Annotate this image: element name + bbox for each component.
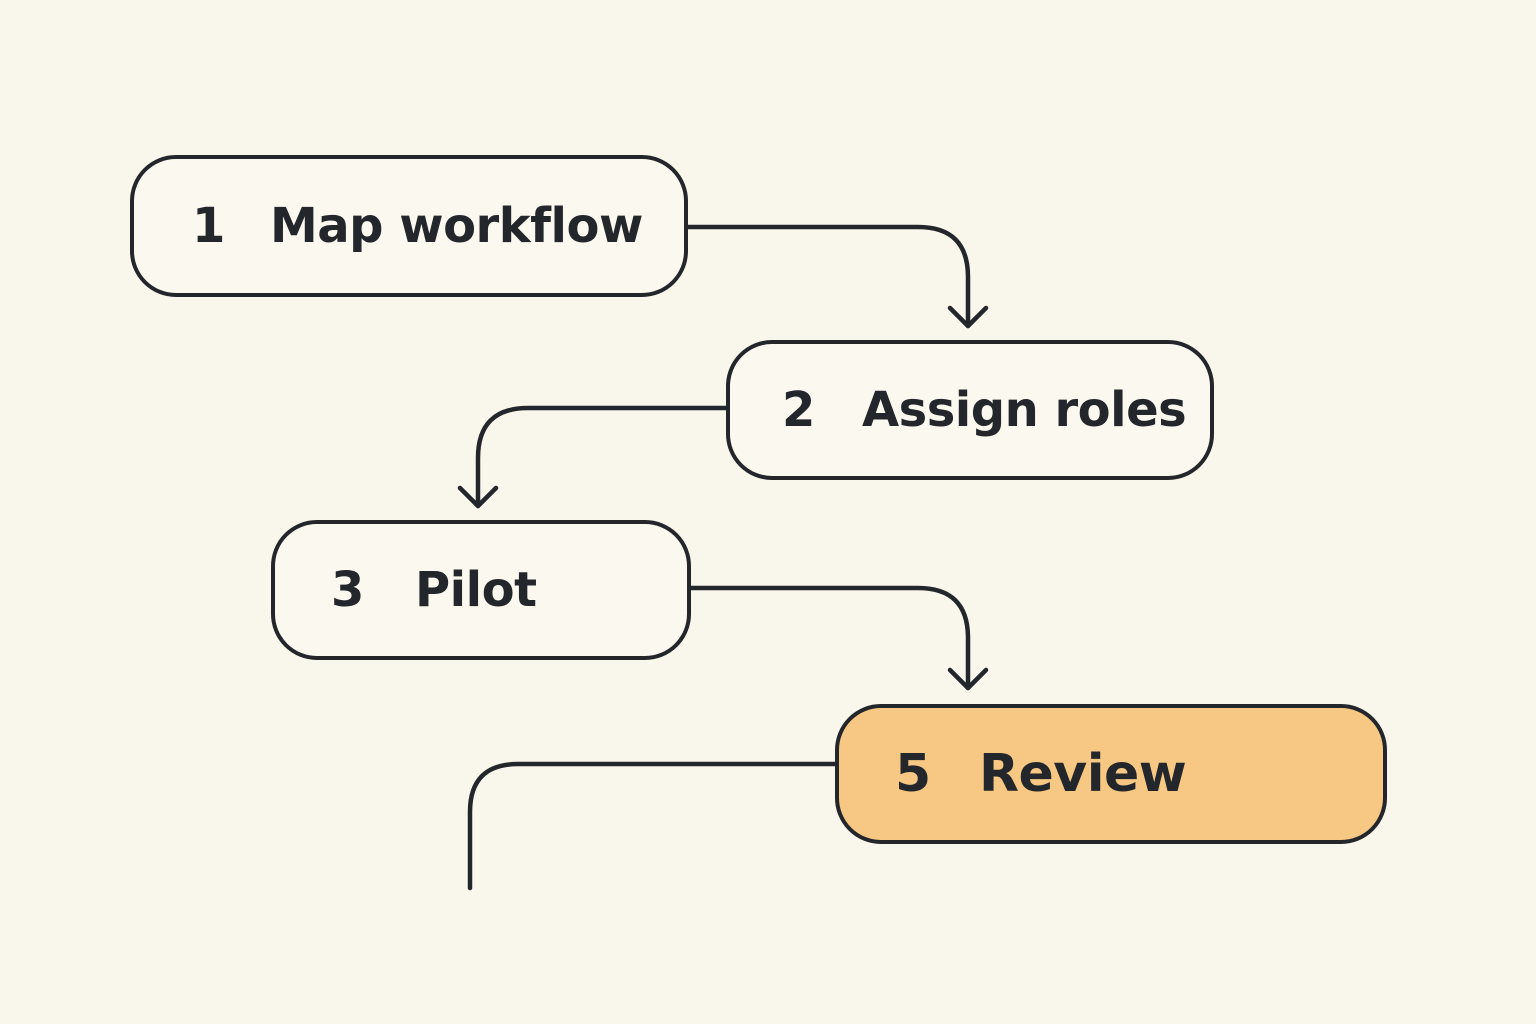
connector-3-to-5 — [688, 585, 971, 691]
step-label: Assign roles — [862, 382, 1187, 438]
step-map-workflow: 1 Map workflow — [130, 155, 688, 297]
step-pilot: 3 Pilot — [271, 520, 691, 660]
connector-2-to-3 — [475, 405, 729, 509]
step-number: 3 — [331, 562, 364, 618]
arrowhead-to-step-3 — [457, 485, 499, 509]
connector-1-to-2 — [685, 224, 971, 329]
step-assign-roles: 2 Assign roles — [726, 340, 1214, 480]
step-number: 2 — [782, 382, 815, 438]
step-label: Review — [979, 744, 1187, 804]
arrowhead-to-step-5 — [947, 667, 989, 691]
step-label: Pilot — [415, 562, 537, 618]
arrowhead-to-step-2 — [947, 305, 989, 329]
step-label: Map workflow — [270, 198, 643, 254]
step-number: 1 — [192, 198, 225, 254]
step-number: 5 — [895, 744, 931, 804]
connector-5-outgoing — [467, 761, 838, 891]
step-review: 5 Review — [835, 704, 1387, 844]
